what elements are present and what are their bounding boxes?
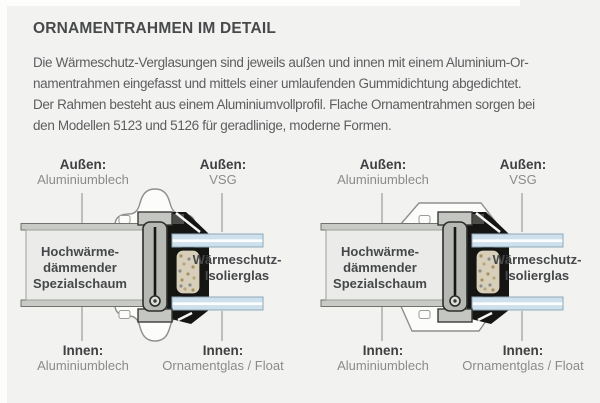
label-inner-ornamentglas: Innen: Ornamentglas / Float: [153, 343, 293, 373]
intro-paragraph: Die Wärmeschutz-Verglasungen sind jeweil…: [33, 52, 535, 136]
label-outer-vsg: Außen: VSG: [453, 157, 593, 187]
label-value: Ornamentglas / Float: [162, 358, 284, 373]
label-title: Innen:: [362, 343, 404, 358]
gasket-gap: [475, 212, 501, 233]
page-title: ORNAMENTRAHMEN IM DETAIL: [33, 20, 277, 37]
gasket-block: [171, 214, 184, 224]
label-glazing: Wärmeschutz- Isolierglas: [492, 252, 582, 283]
aluminium-sheet-inner: [20, 299, 146, 307]
aluminium-sheet-outer: [20, 223, 146, 231]
label-title: Innen:: [502, 343, 544, 358]
label-value: Aluminiumblech: [37, 358, 129, 373]
label-foam: Hochwärme- dämmender Spezialschaum: [333, 244, 427, 291]
label-title: Außen:: [499, 157, 547, 172]
paragraph-line: Die Wärmeschutz-Verglasungen sind jeweil…: [33, 55, 529, 70]
spacer-desiccant-granules: [178, 254, 196, 292]
aluminium-sheet-outer: [320, 223, 446, 231]
label-value: Aluminiumblech: [37, 172, 129, 187]
glass-pane-interlayer: [472, 239, 563, 243]
foam-panel: [25, 229, 146, 301]
label-value: Aluminiumblech: [337, 172, 429, 187]
page-edge-left: [0, 0, 7, 403]
label-title: Innen:: [202, 343, 244, 358]
label-foam: Hochwärme- dämmender Spezialschaum: [33, 244, 127, 291]
label-inner-aluminium: Innen: Aluminiumblech: [13, 343, 153, 373]
label-inner-aluminium: Innen: Aluminiumblech: [313, 343, 453, 373]
gasket-block: [471, 214, 484, 224]
spacer-desiccant-granules: [478, 254, 496, 292]
flange-notch: [418, 310, 431, 319]
glass-pane-interlayer: [172, 239, 263, 243]
cross-section-drawing-ornament: [20, 188, 264, 342]
spacer-bar: [173, 247, 203, 297]
paragraph-line: den Modellen 5123 und 5126 für geradlini…: [33, 118, 392, 133]
cross-section-drawing-flat: [320, 193, 564, 341]
gasket-gap: [177, 311, 193, 322]
flange-notch: [118, 310, 131, 319]
label-value: Ornamentglas / Float: [462, 358, 584, 373]
label-value: VSG: [509, 172, 537, 187]
label-title: Außen:: [359, 157, 407, 172]
label-outer-vsg: Außen: VSG: [153, 157, 293, 187]
page-edge-top: [0, 0, 520, 6]
gasket-gap: [175, 212, 201, 233]
diagram-flat-profile: Außen: Aluminiumblech Außen: VSG Hochwär…: [305, 152, 595, 402]
aluminium-sheet-inner: [320, 299, 446, 307]
label-inner-ornamentglas: Innen: Ornamentglas / Float: [453, 343, 593, 373]
label-value: Aluminiumblech: [337, 358, 429, 373]
label-outer-aluminium: Außen: Aluminiumblech: [313, 157, 453, 187]
label-outer-aluminium: Außen: Aluminiumblech: [13, 157, 153, 187]
spacer-bar: [473, 247, 503, 297]
label-glazing: Wärmeschutz- Isolierglas: [192, 252, 282, 283]
paragraph-line: Der Rahmen besteht aus einem Aluminiumvo…: [33, 97, 535, 112]
gasket-gap: [477, 311, 493, 322]
flange-notch: [418, 215, 431, 224]
label-title: Innen:: [62, 343, 104, 358]
screw-channel-center: [453, 299, 457, 303]
label-title: Außen:: [59, 157, 107, 172]
foam-panel: [325, 229, 446, 301]
label-title: Außen:: [199, 157, 247, 172]
label-value: VSG: [209, 172, 237, 187]
diagram-ornament-profile: Außen: Aluminiumblech Außen: VSG Hochwär…: [5, 152, 295, 402]
glass-pane-interlayer: [472, 302, 563, 306]
screw-channel-center: [153, 299, 157, 303]
paragraph-line: namentrahmen eingefasst und mittels eine…: [33, 76, 522, 91]
flange-notch: [118, 215, 131, 224]
glass-pane-interlayer: [172, 302, 263, 306]
